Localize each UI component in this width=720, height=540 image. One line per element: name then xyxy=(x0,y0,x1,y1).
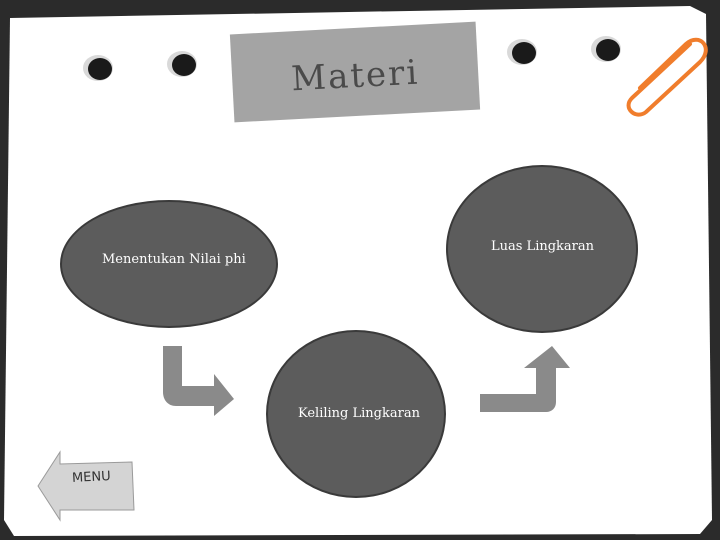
topic-label: Luas Lingkaran xyxy=(491,239,595,254)
topic-node-keliling-lingkaran[interactable]: Keliling Lingkaran xyxy=(266,330,446,498)
menu-label: MENU xyxy=(71,468,112,487)
menu-button[interactable]: MENU xyxy=(36,448,136,522)
topic-label: Menentukan Nilai phi xyxy=(102,252,246,267)
topic-label: Keliling Lingkaran xyxy=(298,406,420,421)
slide-title: Materi xyxy=(290,52,421,100)
title-box: Materi xyxy=(229,21,481,123)
topic-node-menentukan-nilai-phi[interactable]: Menentukan Nilai phi xyxy=(60,200,278,328)
topic-node-luas-lingkaran[interactable]: Luas Lingkaran xyxy=(446,165,638,333)
back-arrow-icon xyxy=(37,450,135,522)
